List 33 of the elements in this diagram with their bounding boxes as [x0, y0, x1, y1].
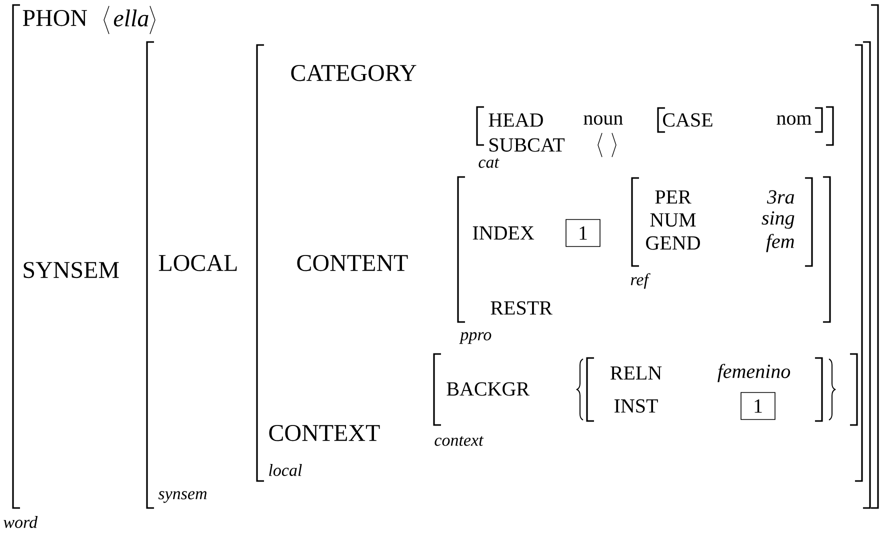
- type-label: word: [4, 516, 38, 528]
- type-label: cat: [478, 158, 500, 168]
- type-label: local: [269, 464, 302, 476]
- value-label: nom: [776, 115, 812, 125]
- tag-box: 1: [566, 219, 600, 247]
- attribute-label: INST: [614, 399, 658, 413]
- value-label: ella: [114, 10, 148, 26]
- attribute-label: BACKGR: [446, 382, 530, 396]
- attribute-label: LOCAL: [158, 254, 237, 272]
- attribute-label: SUBCAT: [490, 138, 565, 152]
- attribute-label: NUM: [650, 213, 696, 227]
- attribute-label: HEAD: [488, 113, 543, 127]
- attribute-label: INDEX: [472, 226, 534, 240]
- attribute-label: RESTR: [490, 301, 552, 315]
- value-label: noun: [584, 115, 623, 125]
- attribute-label: PHON: [22, 10, 87, 26]
- value-label: 3ra: [767, 190, 794, 204]
- value-label: femenino: [718, 364, 790, 382]
- attribute-label: CONTENT: [297, 254, 408, 272]
- type-label: ref: [630, 273, 650, 289]
- attribute-label: CONTEXT: [269, 424, 380, 442]
- attribute-label: GEND: [646, 236, 700, 250]
- attribute-label: CASE: [663, 113, 712, 127]
- attribute-label: PER: [655, 190, 692, 204]
- value-label: fem: [766, 234, 794, 252]
- attribute-label: RELN: [610, 366, 662, 380]
- tag-box: 1: [740, 392, 776, 420]
- attribute-label: CATEGORY: [291, 64, 416, 82]
- value-label: sing: [762, 211, 794, 229]
- type-label: context: [434, 436, 484, 446]
- type-label: ppro: [459, 332, 492, 344]
- type-label: synsem: [158, 491, 207, 503]
- attribute-label: SYNSEM: [24, 262, 119, 278]
